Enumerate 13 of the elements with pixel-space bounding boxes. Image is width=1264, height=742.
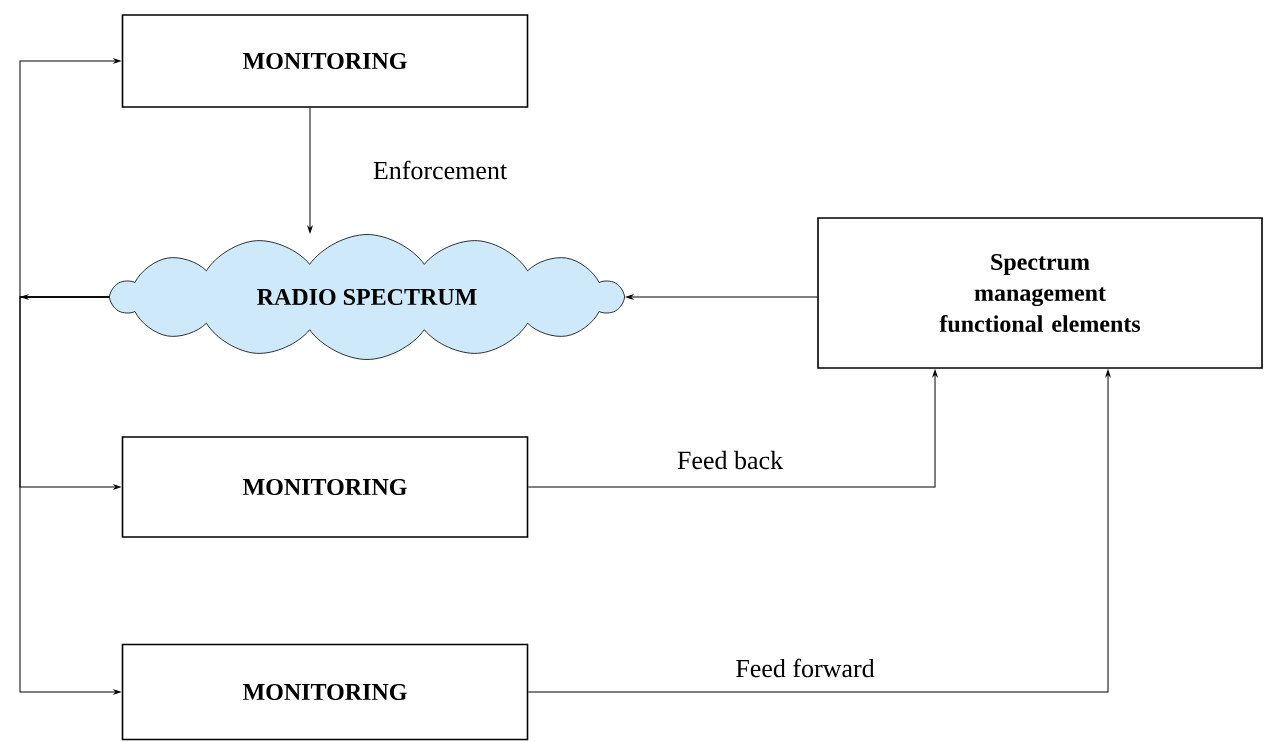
- edge-label: Feed back: [674, 448, 786, 472]
- process-box: MONITORING: [121, 14, 529, 108]
- edge-label: Enforcement: [370, 158, 510, 182]
- arrow: [19, 296, 121, 695]
- process-box: MONITORING: [121, 643, 529, 741]
- edge-label: Feed forward: [733, 656, 877, 680]
- arrow: [527, 369, 1111, 693]
- process-box: Spectrum management functional elements: [817, 217, 1263, 369]
- arrow: [307, 107, 313, 233]
- arrow: [527, 369, 938, 488]
- arrow: [626, 294, 818, 300]
- process-box: MONITORING: [121, 436, 529, 538]
- arrow: [19, 58, 121, 298]
